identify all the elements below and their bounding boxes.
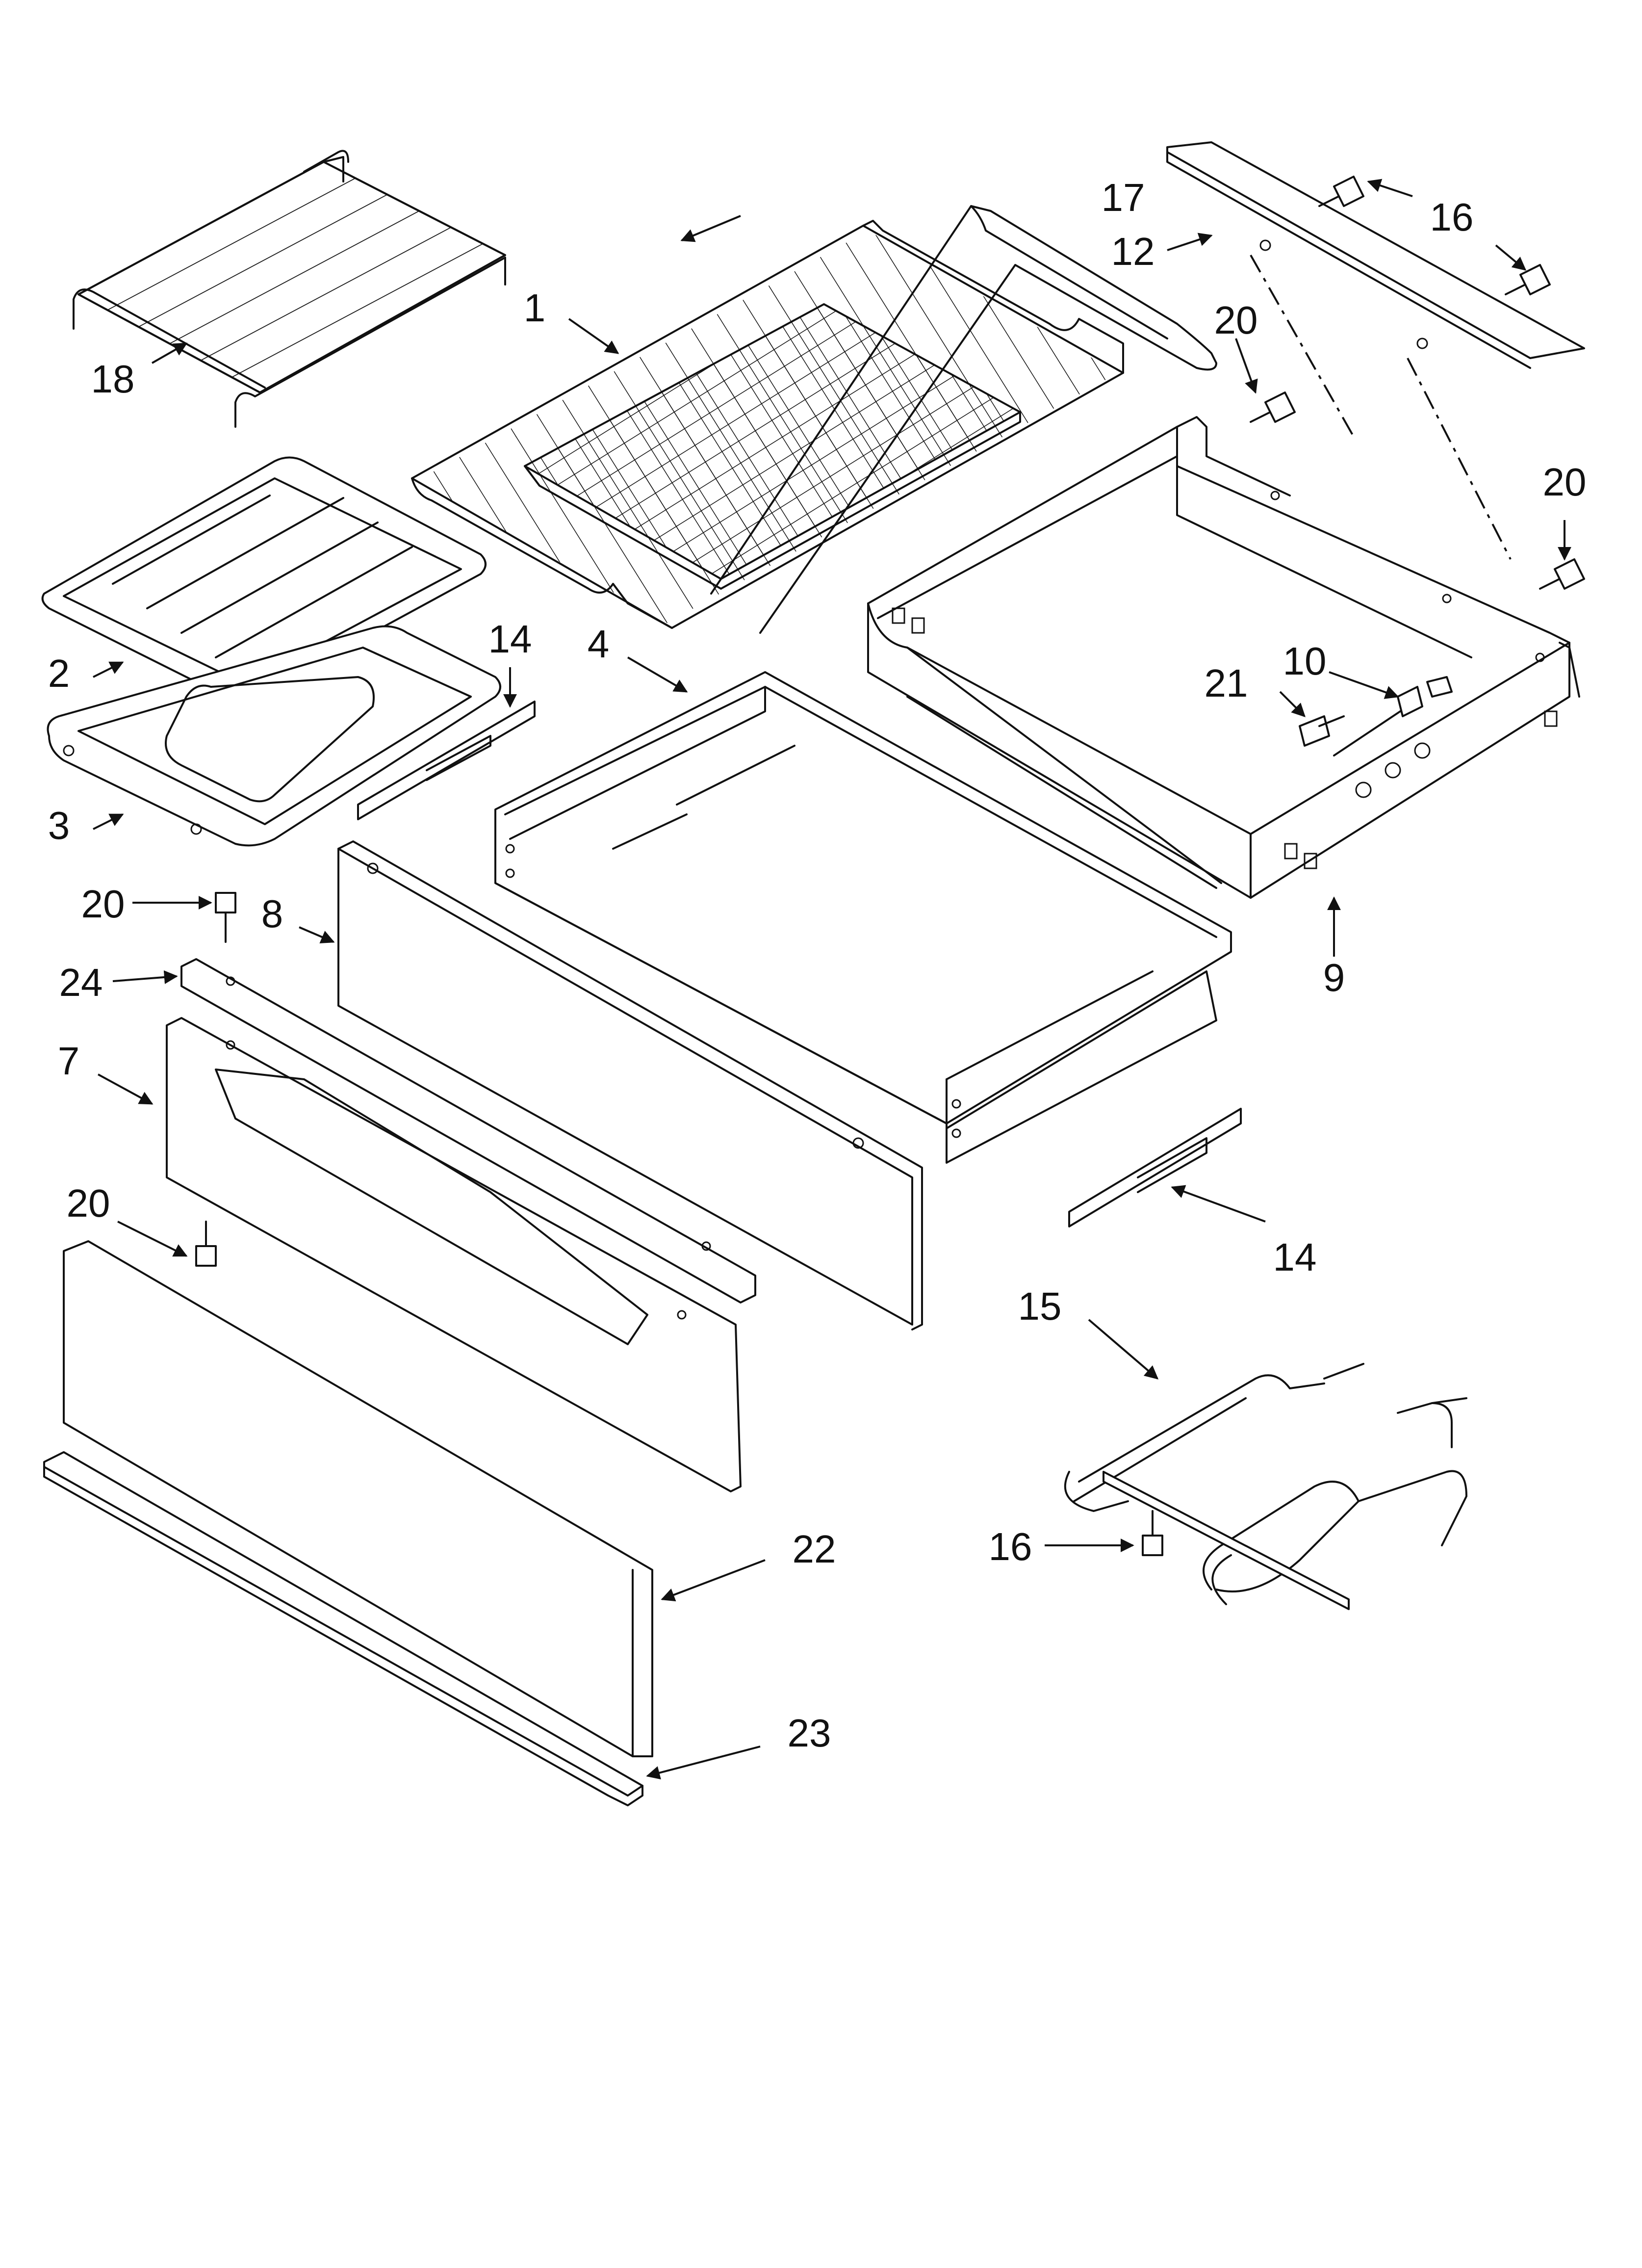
screw-16-upper-a	[1318, 176, 1364, 207]
part-7-drawer-panel	[166, 1017, 742, 1492]
part-14-slide-rail-lower	[1068, 1108, 1242, 1227]
screw-20-upper-b	[1539, 558, 1585, 590]
leader-lines	[93, 179, 1571, 1780]
part-2-broiler-grid	[41, 456, 487, 703]
part-18-rack	[73, 150, 506, 428]
callout-12: 12	[1111, 230, 1155, 273]
callout-9: 9	[1323, 956, 1345, 999]
callout-14-lower: 14	[1273, 1235, 1317, 1279]
callout-23: 23	[788, 1711, 831, 1755]
callout-24: 24	[59, 961, 103, 1004]
part-23-bottom-trim	[43, 1451, 643, 1806]
part-10-sensor	[1333, 676, 1453, 756]
callout-labels: 1 2 3 4 7 8 9 10 12 14 14 15 16 16 17 18…	[48, 176, 1587, 1755]
callout-14-upper: 14	[488, 617, 532, 661]
part-17-rack-slide	[710, 205, 1217, 634]
callout-10: 10	[1283, 639, 1327, 683]
part-21-screw	[1299, 715, 1345, 747]
part-14-slide-rail-upper	[357, 701, 536, 820]
callout-20-lower: 20	[67, 1181, 110, 1225]
screw-16-lower	[1142, 1510, 1163, 1556]
callout-20-left: 20	[81, 882, 125, 926]
callout-16-upper: 16	[1430, 195, 1474, 239]
callout-7: 7	[58, 1039, 80, 1083]
part-24-trim-strip	[180, 958, 756, 1303]
screw-20-lower	[195, 1221, 217, 1267]
callout-16-lower: 16	[989, 1525, 1032, 1568]
callout-2: 2	[48, 652, 70, 695]
part-3-broiler-pan	[47, 625, 501, 847]
screw-20-left	[215, 892, 236, 943]
callout-1: 1	[524, 286, 546, 330]
part-12-top-trim	[1166, 141, 1585, 560]
part-9-drawer-housing	[867, 416, 1580, 899]
callout-4: 4	[588, 622, 610, 666]
callout-8: 8	[261, 892, 283, 936]
callout-21: 21	[1205, 661, 1248, 705]
part-15-heating-element	[1064, 1363, 1467, 1610]
callout-20-upper-left: 20	[1214, 298, 1258, 342]
callout-18: 18	[91, 357, 135, 401]
part-22-kick-panel	[63, 1240, 653, 1757]
screw-16-upper-b	[1505, 264, 1551, 295]
screw-20-upper-a	[1250, 391, 1296, 423]
callout-20-upper-right: 20	[1543, 460, 1587, 504]
part-1-oven-rack	[411, 220, 1124, 629]
callout-15: 15	[1018, 1284, 1062, 1328]
callout-3: 3	[48, 804, 70, 847]
callout-22: 22	[793, 1527, 836, 1571]
part-8-drawer-front	[337, 840, 923, 1330]
callout-17: 17	[1102, 176, 1145, 219]
part-4-drawer-body	[494, 671, 1232, 1164]
